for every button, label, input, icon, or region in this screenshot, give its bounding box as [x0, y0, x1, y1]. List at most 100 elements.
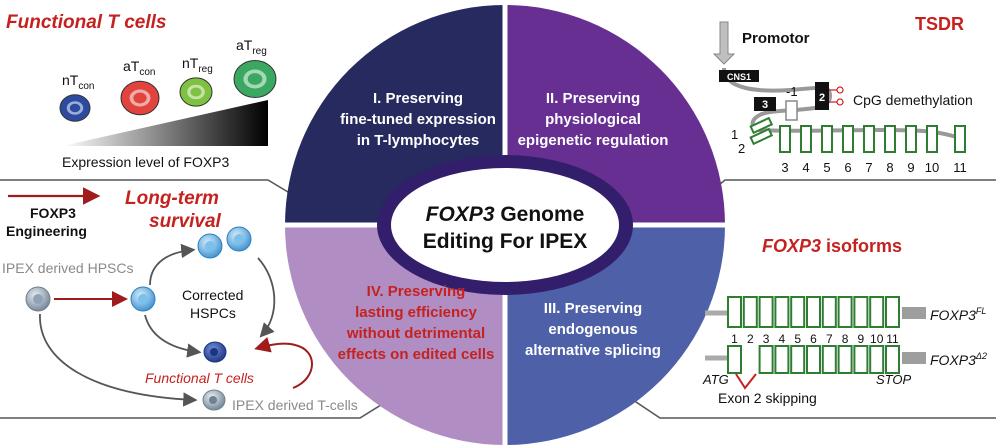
d2-label: FOXP3Δ2	[930, 351, 987, 368]
corrected-hspc-cell-2	[197, 233, 223, 259]
ipex-hpsc-cell	[25, 286, 51, 312]
cpg-lollipops	[829, 86, 844, 106]
q1-line2: fine-tuned expression	[340, 111, 496, 128]
tsdr-exon-number: 5	[823, 160, 830, 175]
fl-exon-9	[853, 296, 869, 328]
region2-label: 2	[819, 92, 825, 104]
functional-t-label: Functional T cells	[145, 370, 254, 386]
cpg-label: CpG demethylation	[853, 92, 973, 108]
d2-exon-6	[806, 345, 821, 374]
q3-line2: endogenous	[548, 321, 637, 338]
region3-box	[754, 97, 776, 111]
region-minus1-label: -1	[786, 84, 798, 99]
corrected-to-t-arrow	[257, 257, 276, 338]
functional-t-cell	[203, 341, 227, 363]
iso-exon-number: 7	[826, 332, 833, 346]
d2-exon-5	[790, 345, 806, 374]
t-cell-label: aTreg	[236, 37, 267, 57]
corrected-hspc-cell-3	[226, 226, 252, 252]
d2-exon-11	[885, 345, 900, 374]
tsdr-exon-number: 10	[925, 160, 939, 175]
iso-exon-number: 2	[747, 332, 754, 346]
region-minus1-box	[785, 100, 798, 121]
q1-line3: in T-lymphocytes	[357, 132, 480, 149]
t-cell-atreg	[233, 60, 277, 98]
fl-exon-5	[790, 296, 806, 328]
fl-exon-11	[885, 296, 900, 328]
engineering-label-line1: FOXP3	[30, 205, 76, 221]
d2-utr	[902, 352, 926, 364]
t-cell-atcon	[120, 80, 160, 116]
corrected-hspc-cell-1	[130, 286, 156, 312]
ipex-t-cell	[202, 389, 226, 411]
q2-line1: II. Preserving	[546, 90, 640, 107]
fl-label: FOXP3FL	[930, 306, 986, 323]
iso-exon-number: 6	[810, 332, 817, 346]
region2-box	[815, 82, 829, 110]
q3-line1: III. Preserving	[544, 300, 642, 317]
d2-exon-4	[774, 345, 790, 374]
t-cell-ntcon	[59, 94, 91, 122]
long-term-title-line2: survival	[149, 211, 222, 232]
tsdr-exon-11	[954, 125, 966, 153]
cns1-label: CNS1	[727, 72, 751, 82]
d2-exon-10	[869, 345, 885, 374]
feedback-arrow	[254, 337, 313, 389]
d2-exon-8	[837, 345, 853, 374]
fl-exon-4	[774, 296, 790, 328]
iso-exon-number: 1	[731, 332, 738, 346]
expression-axis-label: Expression level of FOXP3	[62, 154, 230, 170]
q4-line1: IV. Preserving	[367, 283, 466, 300]
center-title-line2: Editing For IPEX	[423, 230, 588, 253]
d2-exon-9	[853, 345, 869, 374]
long-term-title-line1: Long-term	[125, 188, 219, 209]
cns1-box	[719, 70, 759, 82]
q3-line3: alternative splicing	[525, 342, 661, 359]
tsdr-exon-number: 3	[781, 160, 788, 175]
central-circle: FOXP3 Genome Editing For IPEX	[283, 3, 727, 447]
functional-t-cells-panel: Functional T cells nTconaTconnTregaTreg …	[6, 12, 277, 170]
tsdr-exon-number: 11	[953, 160, 967, 175]
ipex-diff-arrow	[39, 313, 198, 407]
isoforms-title: FOXP3 isoforms	[762, 236, 902, 256]
promotor-arrow	[712, 21, 736, 65]
fl-exon-1	[727, 296, 742, 328]
q2-line2: physiological	[545, 111, 641, 128]
atg-label: ATG	[702, 372, 729, 387]
exon2-skip-connector	[735, 373, 757, 390]
iso-exon-number: 3	[763, 332, 770, 346]
tsdr-exon-9	[905, 125, 917, 153]
tsdr-exon-7	[863, 125, 875, 153]
fl-utr	[902, 307, 926, 319]
q4-line4: effects on edited cells	[338, 346, 495, 363]
tsdr-title: TSDR	[915, 14, 964, 34]
tsdr-exon-number: 9	[907, 160, 914, 175]
fl-exon-8	[837, 296, 853, 328]
corrected-label-line2: HSPCs	[190, 305, 236, 321]
stop-label: STOP	[876, 372, 911, 387]
center-title-line1: FOXP3 Genome	[426, 203, 585, 226]
diff-arrow	[144, 314, 202, 358]
d2-exon-3	[758, 345, 774, 374]
exon-label-2: 2	[738, 141, 745, 156]
tsdr-exon-8	[884, 125, 896, 153]
tsdr-exon-5	[821, 125, 833, 153]
expression-gradient-wedge	[62, 100, 268, 146]
iso-exon-number: 8	[842, 332, 849, 346]
tsdr-exon-4	[800, 125, 812, 153]
tsdr-exon-3	[779, 125, 791, 153]
fl-exon-2	[742, 296, 758, 328]
dna-strand	[722, 67, 961, 140]
iso-exon-number: 10	[870, 332, 884, 346]
ipex-tcells-label: IPEX derived T-cells	[232, 397, 358, 413]
fl-exon-10	[869, 296, 885, 328]
tsdr-exon-number: 8	[886, 160, 893, 175]
engineering-label-line2: Engineering	[6, 223, 87, 239]
corrected-expand-arrow	[149, 243, 196, 286]
q4-line2: lasting efficiency	[355, 304, 477, 321]
iso-exon-number: 5	[794, 332, 801, 346]
exon2-skip-label: Exon 2 skipping	[718, 390, 817, 406]
exon-label-1: 1	[731, 127, 738, 142]
